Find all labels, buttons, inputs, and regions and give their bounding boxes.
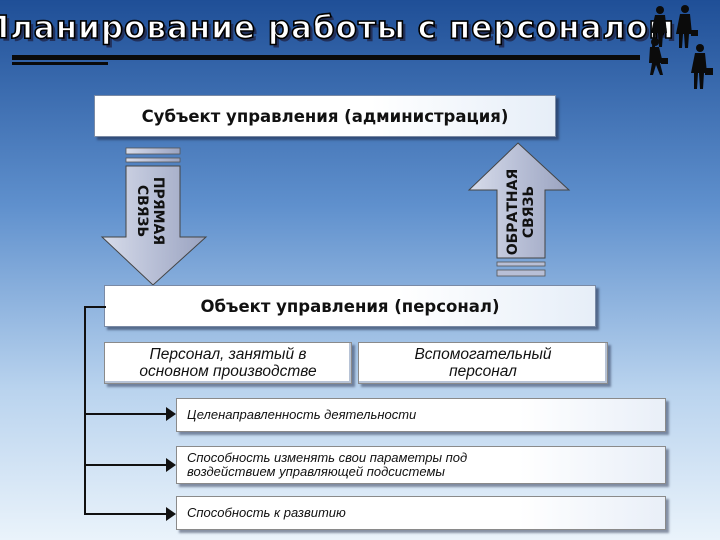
direct-link-arrow <box>100 147 208 286</box>
arrowhead-2 <box>166 458 176 472</box>
main-production-personnel-box: Персонал, занятый в основном производств… <box>104 342 352 384</box>
tree-connector-top <box>84 306 106 308</box>
direct-link-text: ПРЯМАЯ СВЯЗЬ <box>134 177 166 245</box>
property-3-text: Способность к развитию <box>187 505 346 520</box>
feedback-link-line2: СВЯЗЬ <box>521 186 537 238</box>
arrowhead-1 <box>166 407 176 421</box>
feedback-arrow <box>467 142 571 277</box>
property-box-development: Способность к развитию <box>176 496 666 530</box>
auxiliary-line1: Вспомогательный <box>414 346 552 363</box>
object-box: Объект управления (персонал) <box>104 285 596 327</box>
property-box-purposefulness: Целенаправленность деятельности <box>176 398 666 432</box>
main-production-line2: основном производстве <box>139 363 317 380</box>
direct-link-line1: ПРЯМАЯ <box>150 177 166 245</box>
property-2-line2: воздействием управляющей подсистемы <box>187 464 445 479</box>
object-box-label: Объект управления (персонал) <box>200 296 500 316</box>
feedback-link-text: ОБРАТНАЯ СВЯЗЬ <box>505 169 537 256</box>
property-box-adaptability: Способность изменять свои параметры под … <box>176 446 666 484</box>
property-1-text: Целенаправленность деятельности <box>187 407 417 422</box>
tree-connector-vertical <box>84 306 86 515</box>
auxiliary-line2: персонал <box>449 363 517 380</box>
business-people-icon <box>649 5 713 89</box>
title-underline-accent <box>12 62 108 65</box>
arrowhead-3 <box>166 507 176 521</box>
subject-box: Субъект управления (администрация) <box>94 95 556 137</box>
page-title: Планирование работы с персоналом <box>0 9 675 47</box>
main-production-line1: Персонал, занятый в <box>149 346 307 363</box>
tree-connector-3 <box>84 513 170 515</box>
tree-connector-1 <box>84 413 170 415</box>
direct-link-line2: СВЯЗЬ <box>134 185 150 237</box>
feedback-link-line1: ОБРАТНАЯ <box>505 169 521 256</box>
tree-connector-2 <box>84 464 170 466</box>
property-2-line1: Способность изменять свои параметры под <box>187 450 468 465</box>
title-underline <box>12 55 640 60</box>
subject-box-label: Субъект управления (администрация) <box>141 106 509 126</box>
auxiliary-personnel-box: Вспомогательный персонал <box>358 342 608 384</box>
